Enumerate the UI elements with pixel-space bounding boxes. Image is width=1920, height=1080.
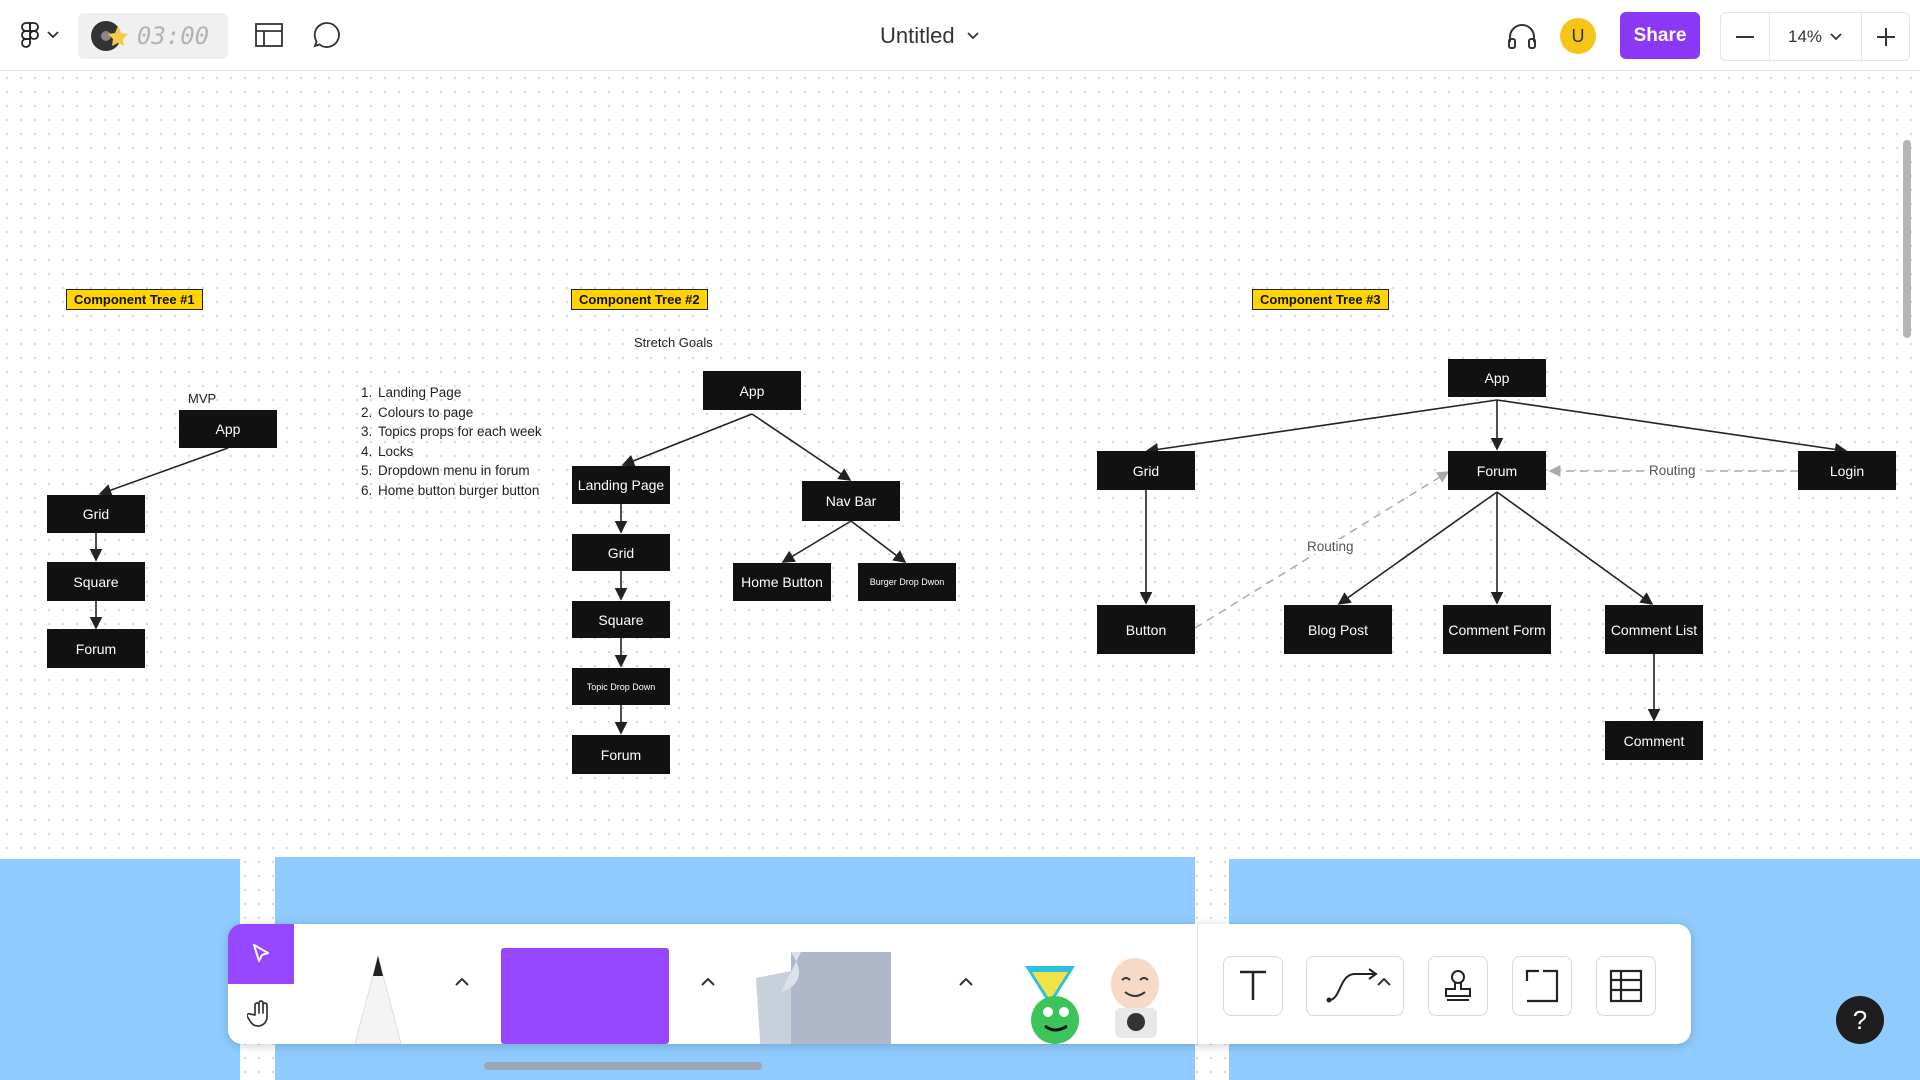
list-item: Landing Page — [376, 383, 586, 403]
stretch-goals-label[interactable]: Stretch Goals — [634, 335, 713, 350]
zoom-in-button[interactable] — [1861, 13, 1910, 60]
table-icon — [1609, 969, 1643, 1003]
chevron-up-icon — [455, 978, 469, 986]
connector-options-button[interactable] — [1372, 970, 1396, 994]
tree1-node-forum[interactable]: Forum — [47, 629, 145, 668]
shape-tool-button[interactable] — [721, 948, 951, 1044]
stamp-tool-button[interactable] — [1428, 956, 1488, 1016]
help-button[interactable]: ? — [1836, 996, 1884, 1044]
horizontal-scrollbar[interactable] — [484, 1062, 762, 1070]
pencil-icon — [354, 954, 402, 1044]
comment-button[interactable] — [312, 20, 342, 50]
list-item: Locks — [376, 442, 586, 462]
share-button[interactable]: Share — [1620, 12, 1700, 59]
stamp-icon — [1445, 970, 1471, 1001]
tree2-node-topic-drop-down[interactable]: Topic Drop Down — [572, 668, 670, 705]
pencil-options-button[interactable] — [450, 970, 474, 994]
chevron-up-icon — [1377, 978, 1391, 986]
tree3-node-comment-form[interactable]: Comment Form — [1443, 605, 1551, 654]
move-tool-button[interactable] — [228, 924, 294, 984]
zoom-out-button[interactable] — [1721, 13, 1770, 60]
whiteboard-canvas[interactable]: Component Tree #1 MVP App Grid Square Fo… — [0, 71, 1920, 1080]
list-item: Dropdown menu in forum — [376, 461, 586, 481]
comment-icon — [313, 22, 340, 48]
tree2-node-square[interactable]: Square — [572, 601, 670, 638]
tree2-tag[interactable]: Component Tree #2 — [571, 289, 708, 310]
timer-value: 03:00 — [136, 22, 210, 50]
vertical-scrollbar[interactable] — [1903, 140, 1911, 338]
zoom-level-dropdown[interactable]: 14% — [1770, 13, 1860, 60]
mvp-label[interactable]: MVP — [188, 391, 217, 406]
layout-panel-button[interactable] — [254, 20, 284, 50]
tree3-node-button[interactable]: Button — [1097, 605, 1195, 654]
routing-label[interactable]: Routing — [1645, 463, 1700, 478]
section-area[interactable] — [0, 859, 240, 1080]
tree3-node-login[interactable]: Login — [1798, 451, 1896, 490]
tree3-node-blog-post[interactable]: Blog Post — [1284, 605, 1392, 654]
list-item: Topics props for each week — [376, 422, 586, 442]
routing-label[interactable]: Routing — [1305, 539, 1356, 554]
stretch-goals-list[interactable]: Landing Page Colours to page Topics prop… — [348, 383, 586, 500]
tree3-node-grid[interactable]: Grid — [1097, 451, 1195, 490]
tree2-node-landing-page[interactable]: Landing Page — [572, 466, 670, 504]
stickers-icon — [1025, 958, 1159, 1044]
table-tool-button[interactable] — [1596, 956, 1656, 1016]
tree3-node-app[interactable]: App — [1448, 359, 1546, 397]
chevron-up-icon — [959, 978, 973, 986]
list-item: Colours to page — [376, 403, 586, 423]
tree1-node-grid[interactable]: Grid — [47, 495, 145, 533]
sticky-options-button[interactable] — [696, 970, 720, 994]
pencil-tool-button[interactable] — [343, 952, 413, 1044]
plus-icon — [1877, 27, 1895, 46]
avatar[interactable]: U — [1560, 18, 1596, 54]
file-title-dropdown[interactable]: Untitled — [880, 16, 979, 56]
top-bar: 03:00 Untitled U Share 14% — [0, 0, 1920, 71]
tree3-node-comment-list[interactable]: Comment List — [1605, 605, 1703, 654]
tree2-node-home-button[interactable]: Home Button — [733, 563, 831, 601]
main-menu-button[interactable] — [14, 18, 64, 52]
toolbar-divider — [1197, 924, 1198, 1044]
text-icon — [1240, 970, 1266, 1000]
tree3-node-forum[interactable]: Forum — [1448, 451, 1546, 490]
hand-tool-button[interactable] — [228, 984, 294, 1044]
tree2-node-nav-bar[interactable]: Nav Bar — [802, 481, 900, 521]
chevron-down-icon — [966, 32, 979, 40]
shapes-icon — [756, 952, 891, 1044]
tree3-tag[interactable]: Component Tree #3 — [1252, 289, 1389, 310]
hand-icon — [247, 1000, 268, 1027]
tree3-node-comment[interactable]: Comment — [1605, 721, 1703, 760]
chevron-down-icon — [1830, 32, 1842, 40]
connector-tool-button[interactable] — [1306, 956, 1404, 1016]
tree1-tag[interactable]: Component Tree #1 — [66, 289, 203, 310]
tree2-node-grid[interactable]: Grid — [572, 534, 670, 571]
bottom-toolbar — [228, 924, 1691, 1044]
shape-options-button[interactable] — [954, 970, 978, 994]
vinyl-music-icon — [91, 21, 128, 51]
timer-widget[interactable]: 03:00 — [78, 13, 228, 59]
connector-icon — [1326, 968, 1378, 1003]
connector-lines — [89, 399, 1848, 735]
layout-panel-icon — [255, 23, 283, 47]
chevron-up-icon — [701, 978, 715, 986]
figma-logo-icon — [21, 22, 39, 48]
sticker-tool-button[interactable] — [1010, 954, 1170, 1044]
section-tool-button[interactable] — [1512, 956, 1572, 1016]
file-title: Untitled — [880, 23, 955, 48]
tree2-node-forum[interactable]: Forum — [572, 735, 670, 774]
chevron-down-icon — [47, 31, 59, 39]
tree2-node-burger-drop-down[interactable]: Burger Drop Dwon — [858, 563, 956, 601]
headphones-icon — [1508, 24, 1536, 49]
sticky-note-tool-button[interactable] — [501, 948, 669, 1044]
list-item: Home button burger button — [376, 481, 586, 501]
tree1-node-square[interactable]: Square — [47, 562, 145, 601]
zoom-level: 14% — [1787, 26, 1823, 46]
tree2-node-app[interactable]: App — [703, 371, 801, 410]
section-frame-icon — [1525, 969, 1559, 1003]
text-tool-button[interactable] — [1223, 956, 1283, 1016]
tree1-node-app[interactable]: App — [179, 410, 277, 448]
zoom-controls: 14% — [1720, 12, 1910, 61]
cursor-arrow-icon — [253, 944, 269, 962]
audio-button[interactable] — [1506, 20, 1538, 52]
minus-icon — [1736, 35, 1754, 38]
